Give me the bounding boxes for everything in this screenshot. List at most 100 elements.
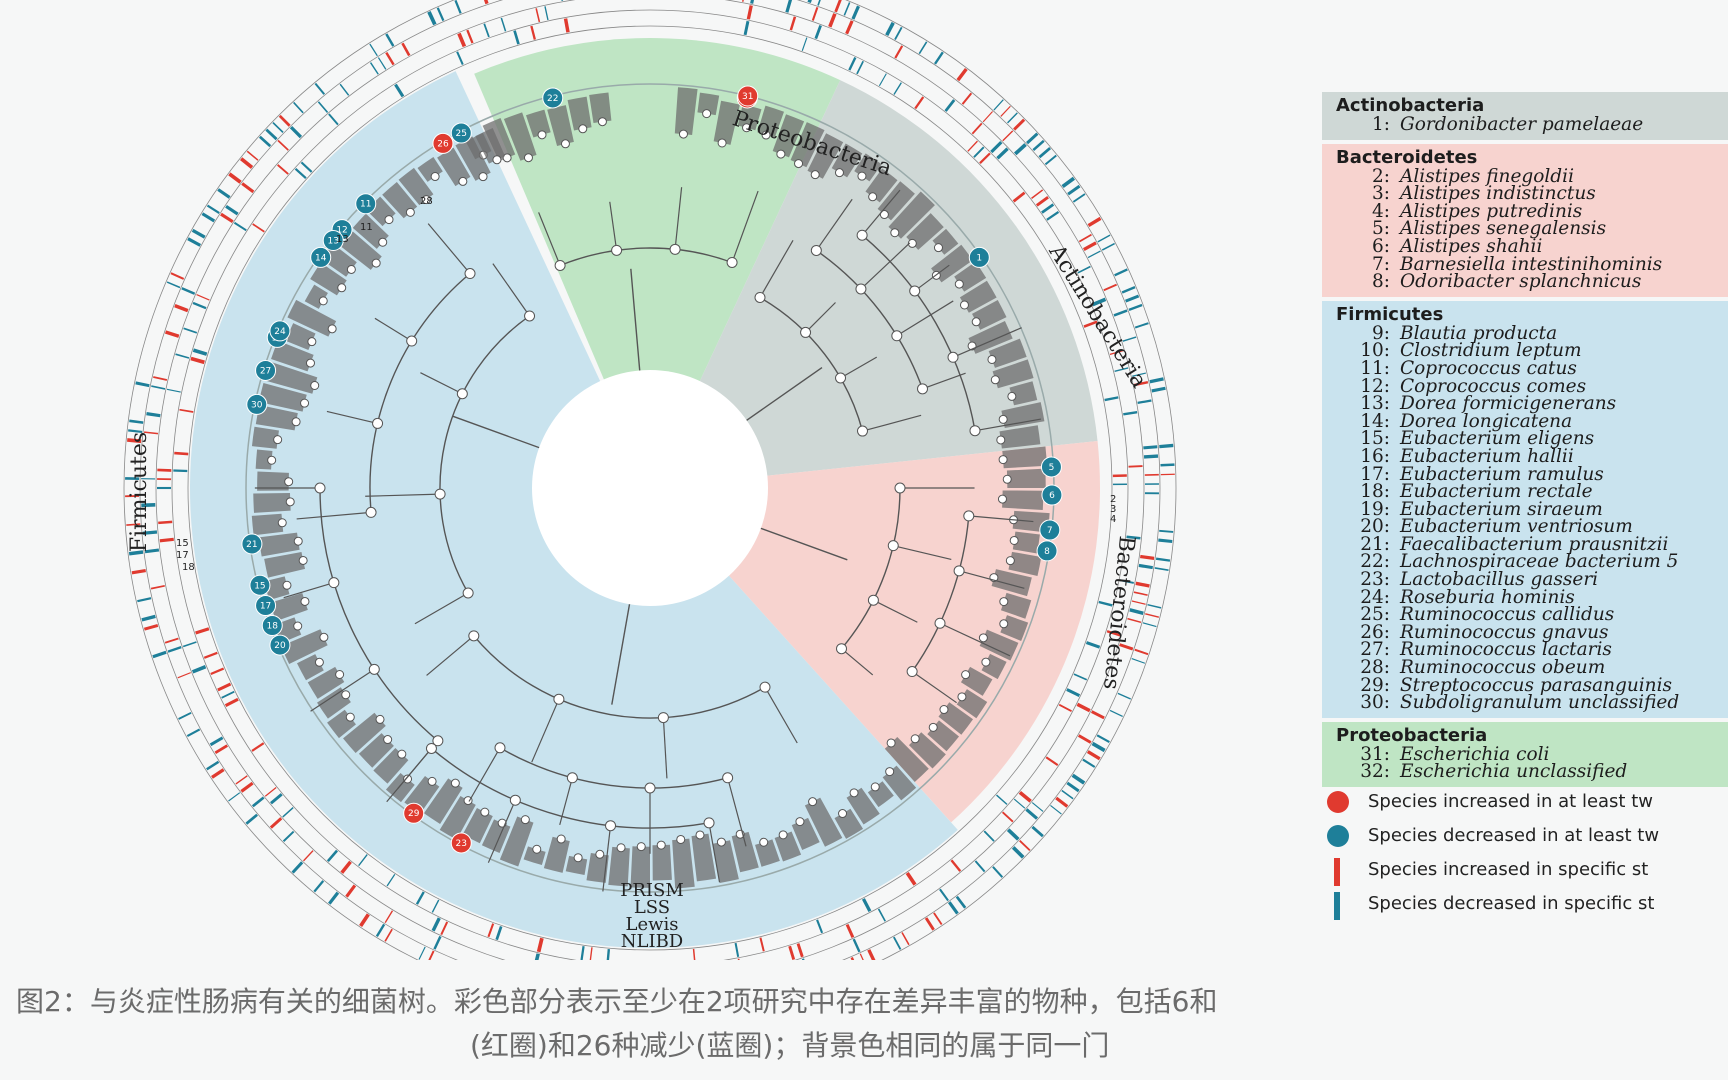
ring-tick (164, 637, 179, 644)
highlight-node-25: 25 (450, 122, 472, 144)
species-name: Roseburia hominis (1400, 586, 1575, 608)
ring-tick (1071, 773, 1086, 785)
ring-tick (877, 908, 886, 922)
leaf-fan (264, 551, 306, 578)
leaf-node (636, 842, 646, 852)
ring-tick (1127, 617, 1142, 624)
branch-arc (559, 247, 733, 267)
leaf-node (742, 123, 752, 133)
ring-tick (1137, 399, 1152, 404)
ring-tick (385, 51, 395, 66)
ring-tick (933, 912, 943, 926)
ring-tick (1076, 702, 1091, 713)
legend-species-row: 32:Escherichia unclassified (1336, 763, 1728, 782)
branch-line (861, 189, 901, 236)
side-number: 4 (1110, 514, 1116, 525)
ring-tick (990, 141, 1003, 154)
branch-line (365, 493, 441, 497)
branch-arc (473, 635, 766, 719)
branch-node (759, 681, 771, 693)
highlight-node-7: 7 (1039, 519, 1061, 541)
branch-line (602, 825, 612, 892)
leaf-node (285, 497, 295, 507)
ring-tick (971, 122, 983, 135)
ring-tick (1026, 132, 1039, 145)
ring-tick (483, 23, 490, 38)
leaf-node (378, 237, 388, 247)
species-name: Streptococcus parasanguinis (1400, 674, 1673, 696)
ring-tick (177, 672, 191, 679)
leaf-fan (931, 244, 973, 283)
highlight-number: 25 (456, 129, 467, 139)
ring-tick (251, 742, 265, 752)
highlight-number: 30 (251, 400, 263, 410)
species-name: Alistipes shahii (1400, 235, 1543, 257)
ring-tick (1098, 600, 1113, 607)
ring-tick (384, 910, 394, 924)
ring-tick (500, 17, 507, 32)
ring-tick (394, 83, 405, 98)
species-name: Ruminococcus gnavus (1400, 621, 1609, 643)
ring-tick (1132, 372, 1146, 377)
branch-line (760, 527, 848, 561)
branch-node (432, 735, 444, 747)
leaf-fan (280, 629, 328, 665)
branch-line (427, 223, 471, 274)
branch-arc (861, 234, 976, 431)
branch-line (283, 582, 335, 599)
ring-tick (144, 548, 160, 554)
highlight-number: 17 (260, 602, 271, 612)
highlight-number: 7 (1047, 526, 1053, 536)
leaf-fan (1009, 381, 1038, 406)
ring-boundary (123, 0, 1177, 960)
ring-tick (1106, 630, 1121, 637)
ring-tick (1082, 758, 1096, 768)
ring-tick (210, 667, 225, 676)
ring-tick (1031, 802, 1044, 812)
leaf-fan (1000, 592, 1032, 619)
ring-tick (313, 880, 325, 893)
leaf-node (537, 130, 547, 140)
ring-tick (1073, 673, 1088, 681)
legend-species-row: 28:Ruminococcus obeum (1336, 658, 1728, 677)
leaf-node (375, 714, 385, 724)
highlight-number: 20 (274, 641, 286, 651)
leaf-fan (423, 778, 463, 824)
ring-tick (203, 651, 218, 659)
ring-tick (386, 873, 396, 887)
ring-tick (534, 953, 540, 960)
ring-tick (867, 949, 876, 960)
ring-tick (369, 43, 378, 57)
legend-species-row: 1:Gordonibacter pamelaeae (1336, 115, 1728, 134)
branch-line (727, 777, 747, 847)
branch-line (674, 187, 683, 250)
species-name: Coprococcus comes (1400, 375, 1587, 397)
ring-tick (495, 925, 503, 941)
species-number: 7: (1371, 253, 1390, 275)
leaf-node (291, 417, 301, 427)
ring-tick (131, 568, 146, 575)
ring-tick (834, 0, 842, 13)
legend-species-row: 11:Coprococcus catus (1336, 359, 1728, 378)
ring-tick (151, 385, 166, 390)
ring-tick (750, 0, 754, 4)
leaf-fan (757, 105, 784, 138)
leaf-fan (691, 833, 717, 882)
species-number: 2: (1371, 165, 1390, 187)
sector-proteobacteria (474, 37, 841, 488)
ring-tick (1078, 233, 1092, 243)
branch-line (731, 190, 759, 263)
ring-tick (385, 33, 395, 47)
highlight-dot (261, 614, 283, 636)
ring-tick (241, 182, 255, 194)
legend-species-row: 29:Streptococcus parasanguinis (1336, 674, 1728, 696)
leaf-fan (988, 338, 1027, 368)
ring-tick (1135, 581, 1150, 588)
highlight-dot (450, 832, 472, 854)
leaf-node (478, 172, 488, 182)
ring-tick (457, 32, 467, 48)
highlight-node-23: 23 (450, 832, 472, 854)
ring-tick (1013, 118, 1026, 131)
leaf-fan (877, 181, 915, 221)
